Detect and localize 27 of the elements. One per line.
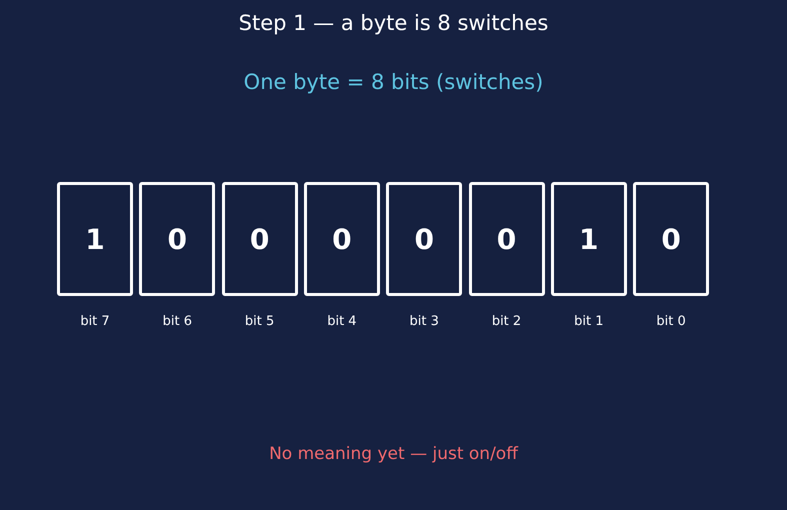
bit-label: bit 3: [408, 314, 440, 329]
bit-label: bit 5: [244, 314, 276, 329]
bit-label: bit 0: [655, 314, 687, 329]
subtitle: One byte = 8 bits (switches): [242, 70, 544, 94]
bit-value: 0: [168, 222, 188, 256]
title: Step 1 — a byte is 8 switches: [238, 11, 550, 35]
bit-box: [550, 182, 627, 296]
bit-label: bit 2: [490, 314, 522, 329]
bit-box: [57, 182, 133, 296]
bit-box: [386, 182, 462, 296]
bit-label: bit 4: [326, 314, 358, 329]
bit-label: bit 6: [162, 314, 193, 329]
note: No meaning yet — just on/off: [268, 444, 520, 464]
bit-box: [222, 182, 298, 296]
bit-box: [304, 182, 380, 296]
bit-value: 0: [414, 222, 434, 256]
bit-box: [633, 182, 710, 296]
bit-box: [468, 182, 544, 296]
bit-label: bit 7: [79, 314, 111, 329]
bit-value: 0: [332, 222, 352, 256]
bit-value: 0: [496, 222, 516, 256]
bit-value: 1: [85, 222, 105, 256]
bit-value: 0: [250, 222, 270, 256]
bit-box: [139, 182, 216, 296]
bit-value: 0: [661, 222, 681, 256]
bit-label: bit 1: [573, 314, 604, 329]
bit-value: 1: [579, 222, 599, 256]
